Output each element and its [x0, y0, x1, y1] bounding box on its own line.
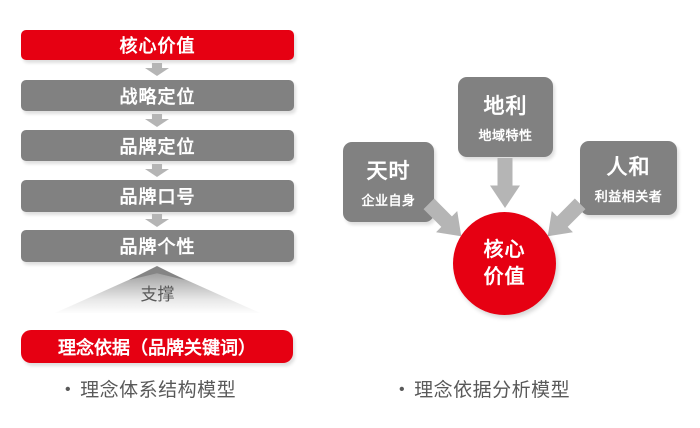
flow-box-brand-personality: 品牌个性 — [21, 230, 294, 262]
factor-box-dili: 地利 地域特性 — [458, 77, 553, 157]
support-label: 支撑 — [140, 285, 175, 304]
right-caption-text: 理念依据分析模型 — [414, 380, 571, 401]
down-arrow-icon — [145, 164, 169, 177]
left-caption-text: 理念体系结构模型 — [80, 380, 237, 401]
bullet-icon: • — [399, 381, 406, 398]
flow-box-brand-slogan: 品牌口号 — [21, 180, 294, 212]
bullet-icon: • — [65, 381, 72, 398]
down-arrow-icon — [145, 63, 169, 76]
factor-subtitle: 企业自身 — [361, 193, 416, 208]
factor-title: 天时 — [366, 160, 411, 183]
factor-subtitle: 地域特性 — [478, 128, 533, 143]
factor-box-renhe: 人和 利益相关者 — [580, 141, 677, 215]
flow-box-core-value: 核心价值 — [21, 30, 294, 60]
core-circle-line1: 核心 — [483, 238, 526, 261]
factor-title: 地利 — [483, 95, 528, 118]
factor-title: 人和 — [606, 156, 651, 179]
flow-box-brand-positioning: 品牌定位 — [21, 130, 294, 161]
converge-arrow-down-icon — [490, 158, 520, 208]
down-arrow-icon — [145, 114, 169, 127]
core-value-circle: 核心 价值 — [453, 212, 556, 315]
core-circle-line2: 价值 — [483, 265, 526, 288]
factor-box-tianshi: 天时 企业自身 — [343, 142, 434, 222]
factor-subtitle: 利益相关者 — [594, 189, 663, 204]
flow-box-strategic-positioning: 战略定位 — [21, 80, 294, 111]
right-caption: • 理念依据分析模型 — [399, 375, 570, 402]
down-arrow-icon — [145, 214, 169, 227]
left-caption: • 理念体系结构模型 — [65, 375, 236, 402]
basis-box: 理念依据（品牌关键词） — [21, 330, 293, 363]
